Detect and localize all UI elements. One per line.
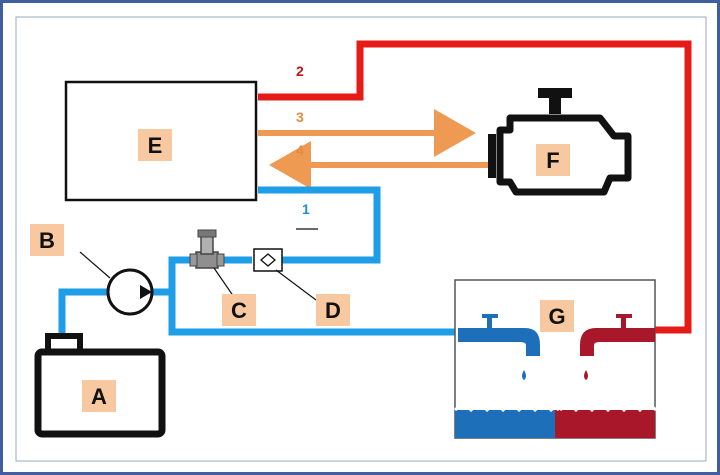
label-box-b [30, 224, 64, 256]
label-c: C [231, 298, 247, 323]
line-1-label: 1 [302, 201, 310, 217]
cold-tap-icon [458, 314, 540, 380]
hot-water-line-2 [258, 40, 692, 334]
pump-inlet-line [58, 288, 108, 340]
check-valve-icon [253, 248, 283, 272]
line-3-label: 3 [296, 109, 304, 125]
line-2-label: 2 [296, 63, 304, 79]
cold-water-line-1a [258, 186, 381, 264]
label-box-a [82, 380, 116, 412]
label-g: G [548, 304, 565, 329]
cold-water-line-main [168, 256, 460, 336]
inner-frame [15, 16, 707, 462]
label-box-c [222, 294, 256, 326]
valve-icon [189, 229, 225, 269]
label-box-e [138, 129, 172, 161]
label-b: B [39, 228, 55, 253]
line-4-label: 4 [296, 142, 304, 158]
label-a: A [91, 384, 107, 409]
label-box-d [316, 294, 350, 326]
callout-d [275, 269, 317, 301]
label-f: F [546, 148, 559, 173]
label-box-f [536, 144, 570, 176]
callout-b [79, 251, 111, 279]
label-box-g [540, 300, 574, 332]
hot-tap-icon [580, 314, 655, 380]
pump-icon [106, 268, 154, 316]
label-d: D [325, 298, 341, 323]
label-e: E [148, 133, 163, 158]
